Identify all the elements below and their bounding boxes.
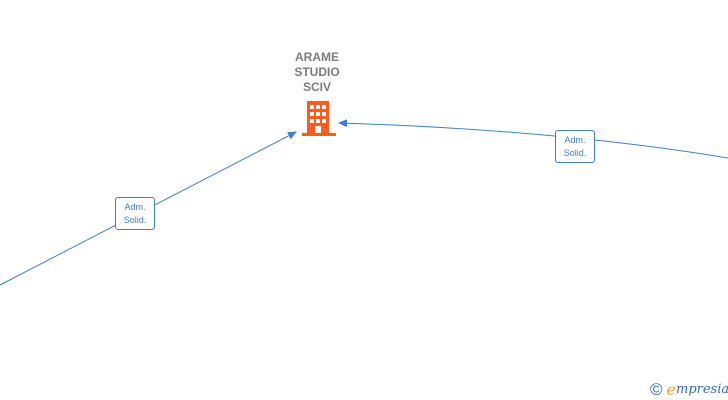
company-name-line-2: STUDIO bbox=[294, 65, 340, 79]
edge-left-label-line-1: Adm. bbox=[124, 202, 146, 212]
empresia-watermark[interactable]: © e mpresia bbox=[650, 379, 728, 399]
edge-right-label[interactable]: Adm. Solid. bbox=[555, 130, 595, 163]
edge-right-line bbox=[338, 119, 728, 159]
edge-right-label-line-1: Adm. bbox=[564, 135, 586, 145]
brand-logo-initial: e bbox=[666, 379, 676, 399]
brand-logo-text: mpresia bbox=[676, 381, 728, 397]
building-icon[interactable] bbox=[302, 101, 336, 137]
company-name-line-1: ARAME bbox=[295, 50, 339, 64]
company-name-line-3: SCIV bbox=[302, 80, 331, 94]
edge-right-label-line-2: Solid. bbox=[563, 148, 587, 158]
copyright-icon: © bbox=[650, 379, 663, 399]
company-name[interactable]: ARAME STUDIO SCIV bbox=[267, 50, 367, 95]
edge-left-label-line-2: Solid. bbox=[123, 215, 147, 225]
edge-left-label[interactable]: Adm. Solid. bbox=[115, 197, 155, 230]
